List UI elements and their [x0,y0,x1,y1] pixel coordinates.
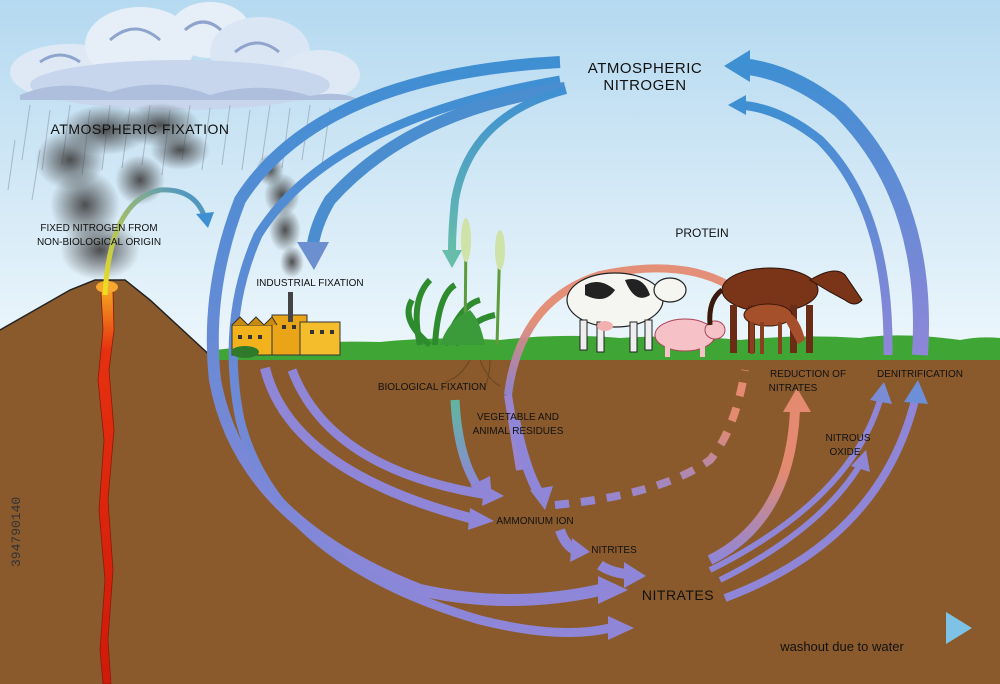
pig [654,318,726,357]
cow [566,272,687,353]
atmospheric-nitrogen-label-1: ATMOSPHERIC [588,60,702,77]
nitrates-label: NITRATES [642,587,714,603]
residues-label-1: VEGETABLE AND [477,412,559,423]
nitrous-oxide-label-1: NITROUS [826,433,871,444]
volcano [0,279,216,684]
ammonium-ion-label: AMMONIUM ION [496,516,573,527]
denitrification-label: DENITRIFICATION [877,369,963,380]
nitrites-label: NITRITES [591,545,637,556]
biological-fixation-label: BIOLOGICAL FIXATION [378,382,486,393]
flow-arrows [102,50,972,644]
arrowhead [442,250,462,268]
residues-label-2: ANIMAL RESIDUES [473,426,564,437]
washout-label: washout due to water [779,639,904,654]
grass-strip [215,335,1000,360]
nitrous-oxide-label-2: OXIDE [829,447,860,458]
atmospheric-nitrogen-label-2: NITROGEN [603,77,686,94]
arrowhead [598,576,628,604]
arrowhead [608,616,634,640]
reduction-label-1: REDUCTION OF [770,369,846,380]
arrowhead [724,50,750,82]
arrow-atmosphere-to-nitrates-inner [228,75,612,637]
reduction-label-2: NITRATES [769,383,818,394]
fixed-nitrogen-label-1: FIXED NITROGEN FROM [40,223,157,234]
arrow-atmosphere-to-nitrates-outer [206,56,602,606]
atmospheric-fixation-label: ATMOSPHERIC FIXATION [50,121,229,137]
stock-id-watermark: 394790140 [9,497,24,567]
foal [743,303,805,354]
lava-channel [97,291,115,684]
plants [405,218,505,391]
fixed-nitrogen-label-2: NON-BIOLOGICAL ORIGIN [37,237,161,248]
protein-label: PROTEIN [675,226,728,240]
arrowhead [297,242,329,270]
rain-cloud [10,2,360,110]
industrial-fixation-label: INDUSTRIAL FIXATION [256,278,363,289]
arrowhead [728,95,746,115]
factory [231,292,341,358]
